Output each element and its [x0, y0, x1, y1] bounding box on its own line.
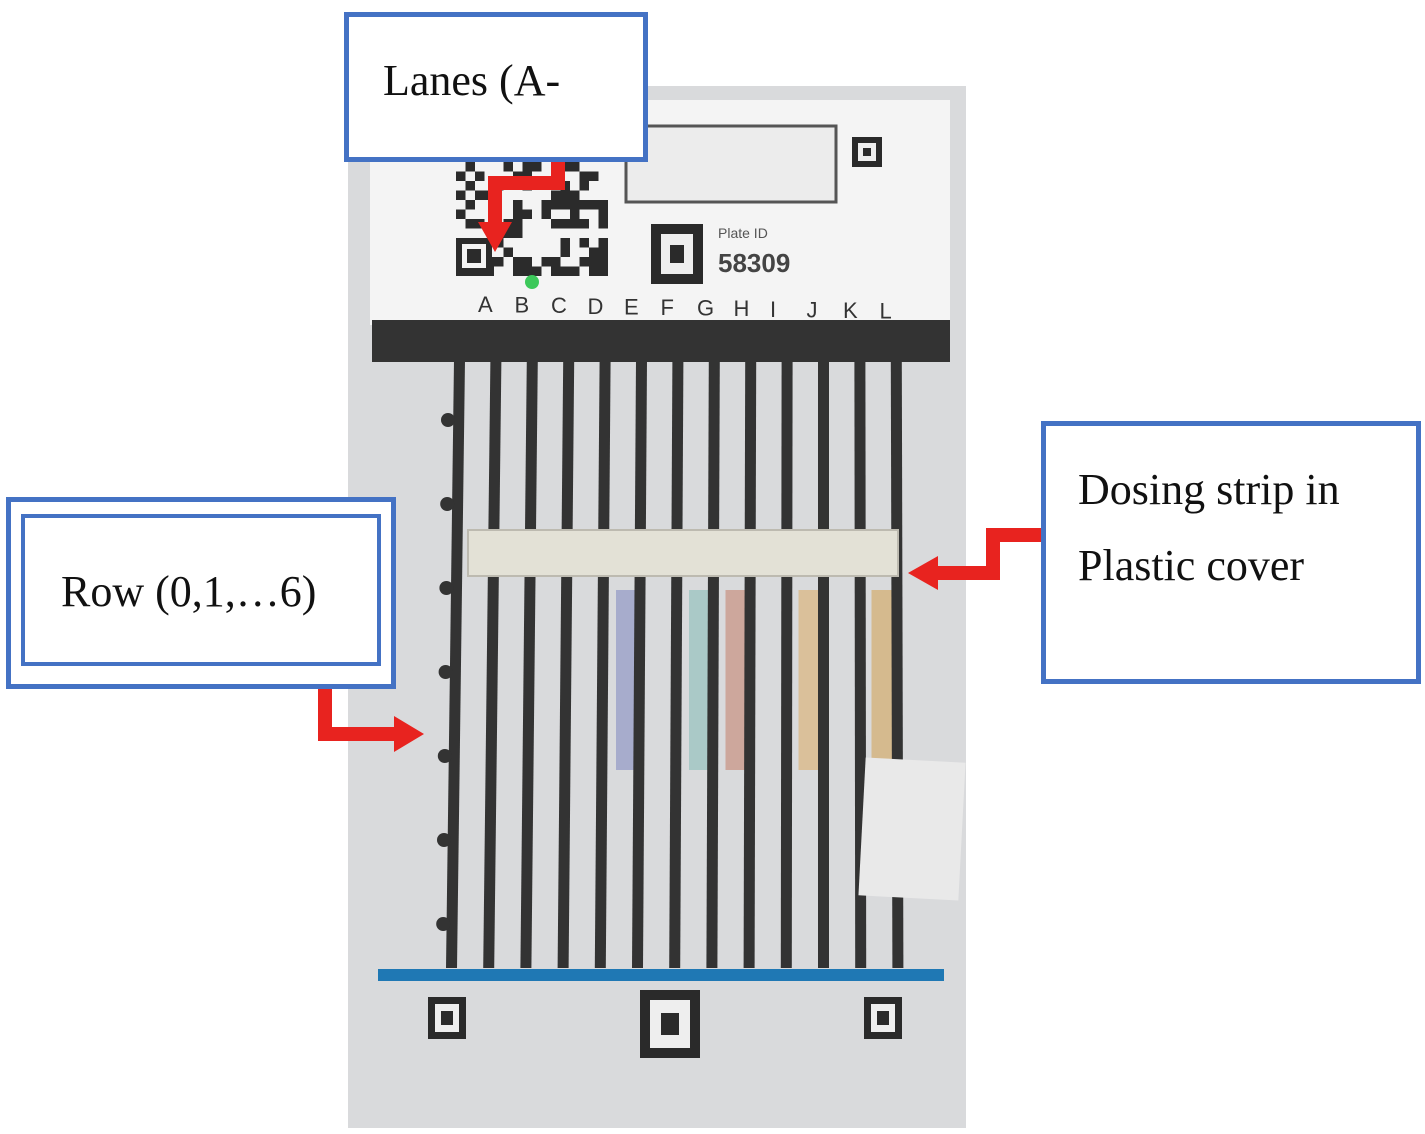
dosing-label-line-1: Dosing strip in [1078, 465, 1340, 514]
fiducial-marker-bottom-right [864, 997, 902, 1039]
label-area [624, 124, 838, 204]
lane-letter: C [551, 293, 567, 318]
dosing-callout: Dosing strip in Plastic cover [1041, 421, 1421, 684]
lane-bar [520, 360, 538, 968]
baseline [378, 969, 944, 981]
lane-letter: G [697, 296, 714, 321]
lane-bar [483, 360, 502, 968]
lane-letter: B [515, 293, 530, 318]
top-bar [372, 320, 950, 362]
qr-code [456, 162, 608, 289]
lane-letter: J [807, 297, 818, 322]
lane-bar [669, 360, 684, 968]
lane-letter: D [588, 294, 604, 319]
folded-corner [858, 757, 966, 901]
dosing-strip [467, 529, 899, 577]
row-mark [437, 749, 452, 763]
row-callout-inner-border: Row (0,1,…6) [21, 514, 381, 666]
fiducial-marker-bottom-center [640, 990, 700, 1058]
fiducial-marker-plate [651, 224, 703, 284]
lane-letter: I [770, 297, 776, 322]
row-mark [440, 497, 455, 511]
lanes-callout: Lanes (A- [344, 12, 648, 162]
dosing-label-line-2: Plastic cover [1078, 541, 1305, 590]
row-mark [438, 665, 453, 679]
lane-bar [780, 360, 793, 968]
fiducial-marker-bottom-left [428, 997, 466, 1039]
lane-bar [706, 360, 720, 968]
lane-bar [818, 360, 829, 968]
lane-bar [557, 360, 575, 968]
lane-letter: F [661, 295, 674, 320]
lane-bar [594, 360, 611, 968]
row-label: Row (0,1,…6) [61, 567, 317, 616]
lane-letter: A [478, 292, 493, 317]
row-mark [441, 413, 455, 427]
fiducial-marker-top-right [852, 137, 882, 167]
lane-letter: L [880, 299, 892, 324]
plate-id-value: 58309 [718, 248, 790, 278]
row-mark [437, 833, 451, 847]
lane-letter: E [624, 294, 639, 319]
row-mark [439, 581, 454, 595]
lanes-label: Lanes (A- [383, 56, 561, 105]
plate-id-label: Plate ID [718, 225, 768, 241]
lane-letter: K [843, 298, 858, 323]
lane-bar [446, 360, 465, 968]
row-callout: Row (0,1,…6) [6, 497, 396, 689]
lane-letter: H [734, 296, 750, 321]
lane-bar [743, 360, 757, 968]
row-mark [436, 917, 451, 931]
row-marks [436, 413, 455, 931]
lane-bar [632, 360, 647, 968]
